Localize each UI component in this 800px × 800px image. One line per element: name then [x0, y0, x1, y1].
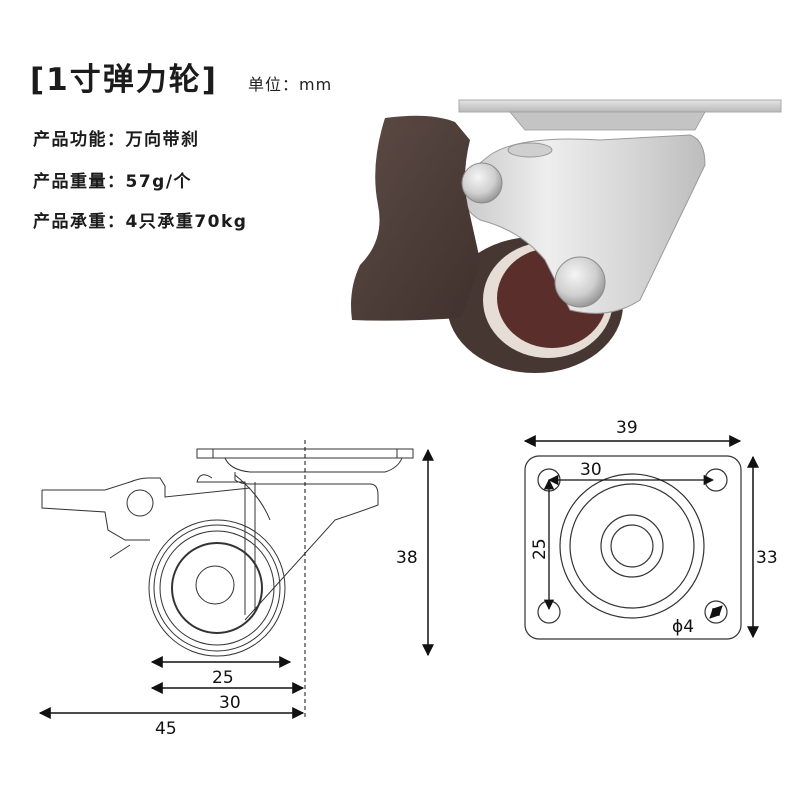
side-view: [41, 448, 414, 657]
spec-label: 产品重量：: [33, 172, 126, 192]
spec-load: 产品承重：4只承重70kg: [33, 207, 247, 232]
spec-weight: 产品重量：57g/个: [33, 167, 192, 192]
brake-lever: [351, 115, 480, 321]
spec-value: 万向带刹: [125, 130, 200, 150]
spec-value: 4只承重70kg: [125, 212, 248, 232]
unit-label: 单位：mm: [248, 75, 333, 94]
spec-function: 产品功能：万向带刹: [33, 125, 200, 150]
hole-spacing-y-label: 25: [530, 538, 550, 560]
product-title: [1寸弹力轮]: [30, 62, 218, 98]
wheel-diameter-label: 25: [212, 668, 234, 688]
spec-label: 产品承重：: [33, 212, 126, 232]
caster-photo: [351, 99, 782, 373]
height-dim-label: 38: [396, 548, 418, 568]
top-view: [524, 455, 742, 640]
spec-label: 产品功能：: [33, 130, 126, 150]
overall-length-label: 45: [155, 719, 177, 739]
plate-width-label: 39: [616, 418, 638, 438]
hole-diameter-label: ϕ4: [672, 617, 694, 637]
axle-bolt: [554, 256, 606, 308]
technical-drawing: 38 25 30 45 39 33 30 25 ϕ4: [38, 418, 778, 739]
spec-value: 57g/个: [125, 172, 193, 192]
mount-plate: [458, 99, 782, 113]
hole-spacing-x-label: 30: [580, 460, 602, 480]
wheel-to-center-label: 30: [219, 693, 241, 713]
bracket: [461, 134, 706, 314]
pivot-bolt: [461, 162, 503, 204]
plate-height-label: 33: [756, 548, 778, 568]
